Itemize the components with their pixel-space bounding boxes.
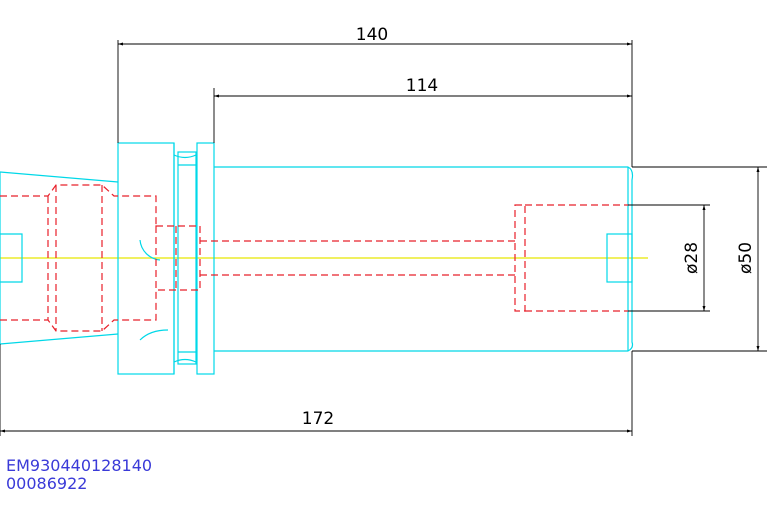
- holder-outline: [0, 142, 634, 375]
- part-code-line-2: 00086922: [6, 474, 88, 493]
- part-code-block: EM930440128140 00086922: [6, 457, 152, 493]
- dim-140-label: 140: [356, 25, 388, 45]
- dim-172-label: 172: [302, 409, 334, 429]
- dimension-lines: [0, 40, 767, 436]
- part-code-line-1: EM930440128140: [6, 456, 153, 475]
- dim-114-label: 114: [406, 76, 438, 96]
- hidden-lines: [0, 184, 628, 332]
- dim-bore-diameter-label: ø28: [682, 242, 702, 274]
- dim-outer-diameter-label: ø50: [736, 242, 756, 274]
